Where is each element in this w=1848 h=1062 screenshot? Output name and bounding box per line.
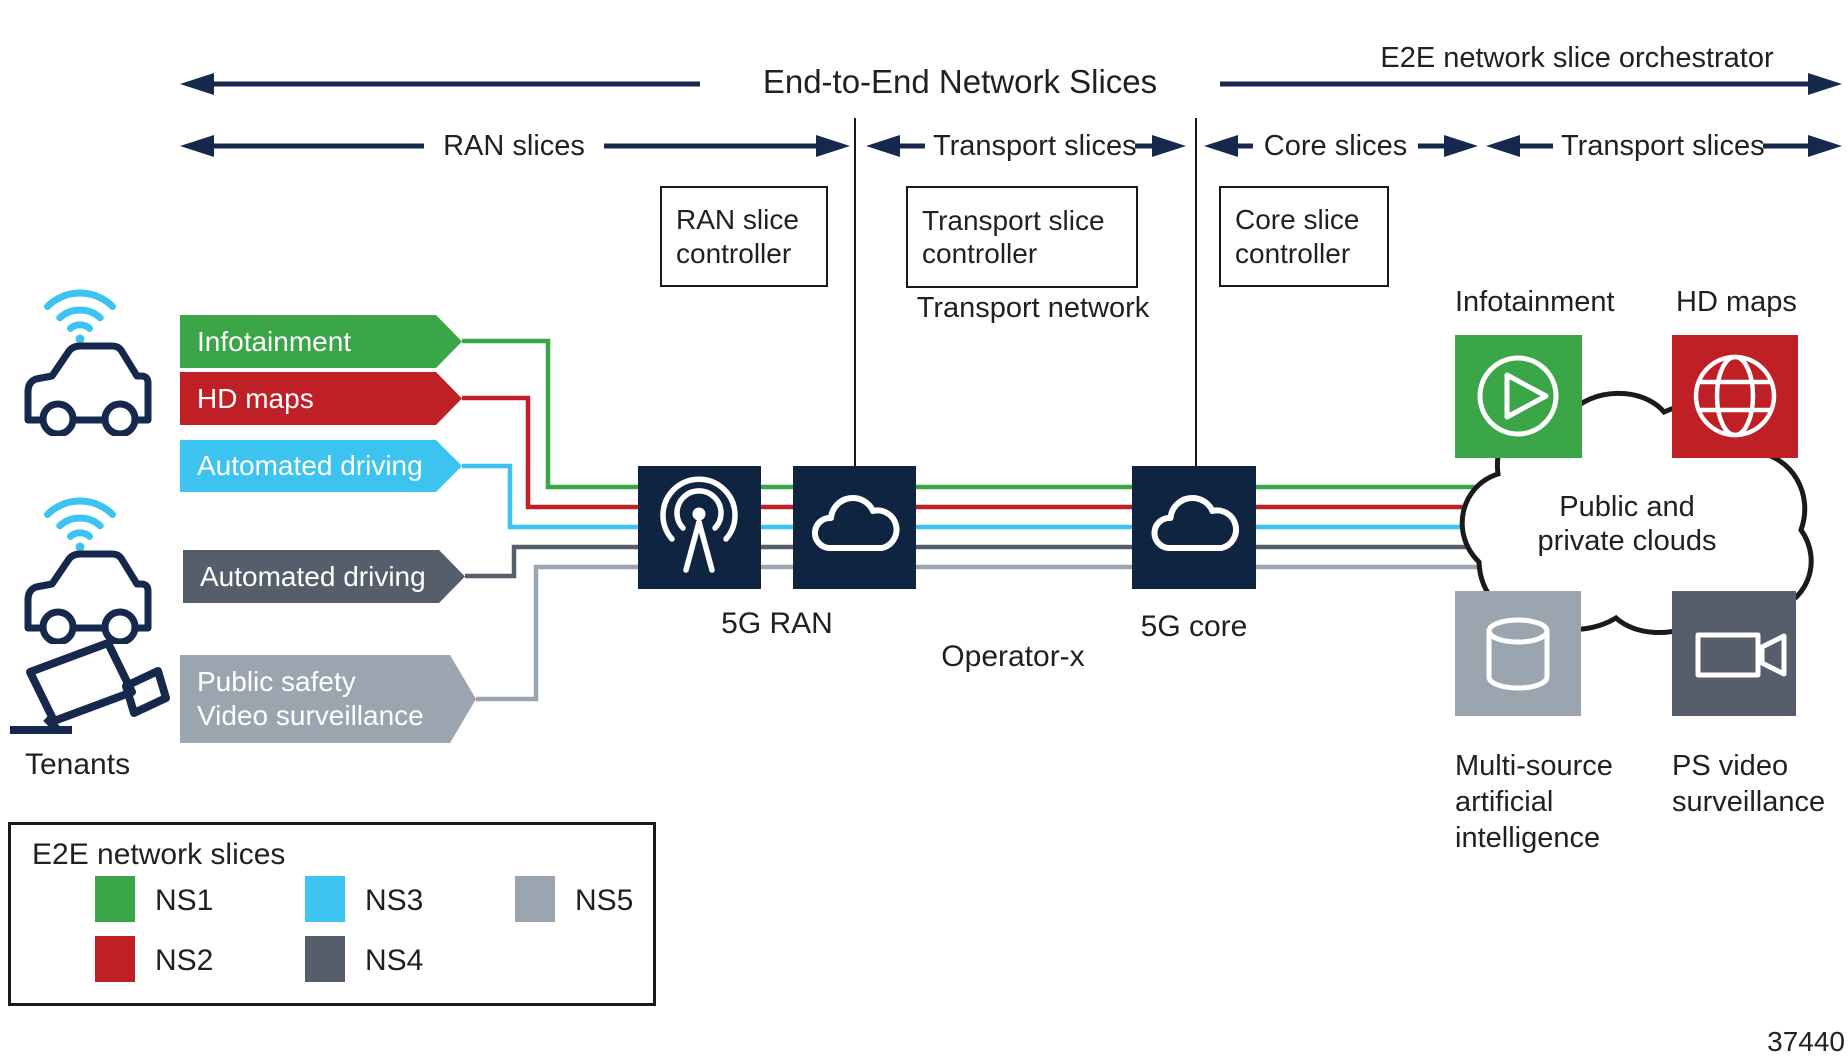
section-label-core-slices: Core slices (1253, 128, 1418, 164)
service-hd-maps-label: HD maps (1676, 286, 1797, 318)
ns4-line (465, 544, 1496, 579)
legend-label-ns3: NS3 (365, 884, 424, 917)
ns3-line (462, 463, 1495, 530)
ps-video-surveillance-box (1672, 591, 1796, 716)
connected-car-icon (24, 289, 152, 436)
banner-label: Public safety Video surveillance (197, 666, 424, 731)
banner-label: Automated driving (200, 560, 426, 592)
ran-slice-controller-box: RAN slice controller (660, 186, 828, 287)
5g-core-box (1132, 466, 1256, 589)
banner-public-safety: Public safety Video surveillance (180, 655, 476, 743)
legend-swatch-ns5 (515, 876, 555, 922)
legend-swatch-ns3 (305, 876, 345, 922)
legend-label-ns2: NS2 (155, 944, 214, 977)
legend-swatch-ns4 (305, 936, 345, 982)
legend-box (8, 822, 656, 1006)
video-camera-icon (1695, 632, 1787, 678)
5g-core-label: 5G core (1140, 610, 1248, 643)
service-infotainment-label: Infotainment (1455, 286, 1615, 318)
transport-slice-controller-label: Transport slice controller (922, 204, 1105, 269)
banner-label: Automated driving (197, 450, 423, 481)
orchestrator-label: E2E network slice orchestrator (1380, 42, 1774, 74)
antenna-icon (660, 476, 738, 573)
ns5-line (476, 564, 1508, 702)
public-private-cloud-label: Public and private clouds (1537, 491, 1717, 557)
slice-lines (462, 338, 1520, 702)
multi-source-ai-box (1455, 591, 1581, 716)
5g-ran-box (638, 466, 761, 589)
section-label-ran-slices: RAN slices (424, 128, 604, 164)
cloud-icon (811, 495, 900, 551)
connected-car-icon (24, 497, 152, 644)
ran-slice-controller-label: RAN slice controller (676, 204, 799, 269)
banner-automated-driving-1: Automated driving (180, 440, 462, 492)
ps-video-surveillance-label: PS video surveillance (1672, 750, 1826, 818)
multi-source-ai-label: Multi-source artificial intelligence (1455, 750, 1613, 854)
legend-title: E2E network slices (32, 838, 286, 871)
legend-swatch-ns1 (95, 876, 135, 922)
infotainment-service-box (1455, 335, 1582, 458)
legend-swatch-ns2 (95, 936, 135, 982)
figure-number: 37440 (1767, 1026, 1845, 1057)
legend-label-ns1: NS1 (155, 884, 214, 917)
legend-label-ns5: NS5 (575, 884, 634, 917)
5g-ran-label: 5G RAN (721, 607, 833, 640)
hd-maps-service-box (1672, 335, 1798, 458)
section-label-transport-slices-2: Transport slices (1553, 128, 1765, 164)
transport-network-label: Transport network (916, 292, 1150, 324)
globe-icon (1693, 354, 1777, 438)
core-slice-controller-label: Core slice controller (1235, 204, 1360, 269)
transport-slice-controller-box: Transport slice controller (906, 186, 1138, 288)
database-icon (1486, 617, 1550, 691)
e2e-arrow-label: End-to-End Network Slices (700, 62, 1220, 102)
core-slice-controller-box: Core slice controller (1219, 186, 1389, 287)
ran-cloud-box (793, 466, 916, 589)
legend-label-ns4: NS4 (365, 944, 424, 977)
banner-infotainment: Infotainment (180, 315, 462, 368)
tenants-label: Tenants (25, 748, 131, 781)
surveillance-camera-icon (10, 639, 170, 734)
ns2-line (462, 395, 1500, 510)
cloud-icon (1151, 495, 1240, 551)
banner-hd-maps: HD maps (180, 372, 462, 425)
domain-separators (854, 118, 1197, 466)
banner-label: Infotainment (197, 325, 352, 357)
banner-label: HD maps (197, 382, 314, 414)
ns1-line (462, 338, 1520, 490)
operator-label: Operator-x (941, 640, 1085, 673)
banner-automated-driving-2: Automated driving (183, 550, 465, 603)
play-icon (1477, 355, 1559, 437)
section-label-transport-slices-1: Transport slices (925, 128, 1137, 164)
